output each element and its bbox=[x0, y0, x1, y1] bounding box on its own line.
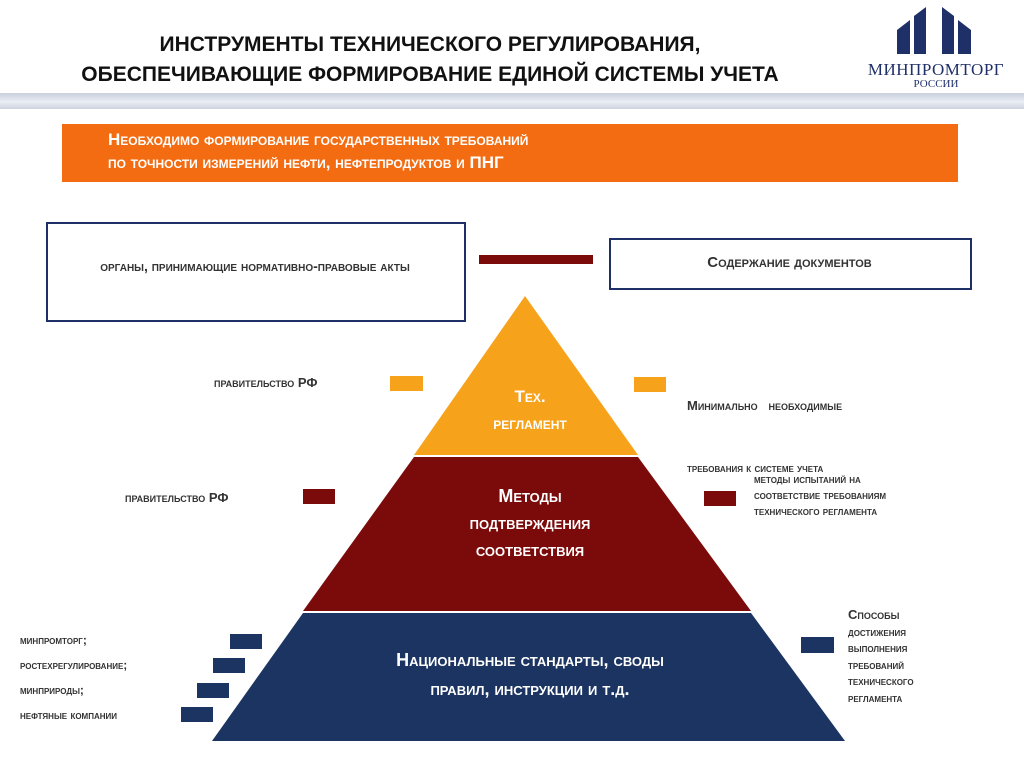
right-label-tier-3: Способы достижения выполнения требований… bbox=[848, 607, 914, 706]
right-label-tier-2-line-2: соответствие требованиям bbox=[754, 490, 887, 502]
right-label-tier-1-line-2: требования к системе учета bbox=[687, 461, 824, 475]
pyramid-tier-2 bbox=[303, 457, 751, 611]
left-marker-tier-3-1 bbox=[230, 634, 262, 649]
right-label-tier-3-line-4: требований bbox=[848, 657, 904, 672]
left-label-tier-3-item-2: ростехрегулирование; bbox=[20, 658, 128, 672]
right-label-tier-2-line-3: технического регламента bbox=[754, 506, 878, 518]
tier-1-line-2: регламент bbox=[493, 414, 567, 433]
right-marker-tier-3 bbox=[801, 637, 834, 653]
tier-3-text: Национальные стандарты, своды правил, ин… bbox=[290, 646, 770, 704]
right-label-tier-1-line-1: Минимально необходимые bbox=[687, 398, 843, 413]
left-marker-tier-3-2 bbox=[213, 658, 245, 673]
right-marker-tier-1 bbox=[634, 377, 666, 392]
right-label-tier-3-line-5: технического bbox=[848, 674, 914, 688]
left-label-tier-3-item-1: минпромторг; bbox=[20, 633, 87, 647]
right-label-tier-2-line-1: методы испытаний на bbox=[754, 474, 861, 486]
minpromtorg-emblem-icon bbox=[897, 7, 971, 54]
pyramid-tier-1 bbox=[414, 296, 638, 455]
right-label-tier-3-line-2: достижения bbox=[848, 624, 906, 639]
tier-2-line-2: подтверждения bbox=[469, 513, 591, 533]
documents-content-label: Содержание документов bbox=[707, 254, 872, 271]
documents-content-box bbox=[609, 238, 972, 290]
tier-3-line-1: Национальные стандарты, своды bbox=[396, 650, 664, 670]
connector-bar bbox=[479, 255, 593, 264]
left-marker-tier-2 bbox=[303, 489, 335, 504]
tier-3-line-2: правил, инструкции и т.д. bbox=[430, 679, 630, 699]
header-band bbox=[0, 93, 1024, 109]
page-title: ИНСТРУМЕНТЫ ТЕХНИЧЕСКОГО РЕГУЛИРОВАНИЯ, … bbox=[10, 30, 850, 90]
logo bbox=[850, 4, 1024, 92]
left-label-tier-1: правительство РФ bbox=[214, 375, 318, 390]
left-marker-tier-3-3 bbox=[197, 683, 229, 698]
left-label-tier-3-item-4: нефтяные компании bbox=[20, 708, 118, 722]
right-marker-tier-2 bbox=[704, 491, 736, 506]
banner-line-1: Необходимо формирование государственных … bbox=[108, 130, 529, 149]
left-label-tier-2: правительство РФ bbox=[125, 490, 229, 505]
right-label-tier-3-line-1: Способы bbox=[848, 607, 900, 622]
left-marker-tier-3-4 bbox=[181, 707, 213, 722]
tier-2-text: Методы подтверждения соответствия bbox=[380, 483, 680, 564]
right-label-tier-2: методы испытаний на соответствие требова… bbox=[754, 472, 886, 520]
tier-1-line-1: Тех. bbox=[514, 387, 546, 406]
right-label-tier-3-line-6: регламента bbox=[848, 690, 903, 705]
pyramid-tier-3 bbox=[212, 613, 845, 741]
authorities-label: органы, принимающие нормативно-правовые … bbox=[100, 258, 410, 274]
title-line-1: ИНСТРУМЕНТЫ ТЕХНИЧЕСКОГО РЕГУЛИРОВАНИЯ, bbox=[159, 33, 701, 56]
tier-2-line-3: соответствия bbox=[475, 540, 585, 560]
logo-subtext: РОССИИ bbox=[913, 78, 959, 90]
left-marker-tier-1 bbox=[390, 376, 423, 391]
left-label-tier-3-item-3: минприроды; bbox=[20, 683, 84, 697]
requirement-banner bbox=[62, 124, 958, 182]
right-label-tier-3-line-3: выполнения bbox=[848, 641, 908, 655]
tier-2-line-1: Методы bbox=[498, 486, 562, 506]
logo-text: МИНПРОМТОРГ bbox=[867, 60, 1005, 79]
right-label-tier-1: Минимально необходимые требования к сист… bbox=[687, 353, 842, 500]
authorities-box bbox=[46, 222, 466, 322]
tier-1-text: Тех. регламент bbox=[430, 383, 630, 437]
banner-line-2: по точности измерений нефти, нефтепродук… bbox=[108, 153, 504, 172]
title-line-2: ОБЕСПЕЧИВАЮЩИЕ ФОРМИРОВАНИЕ ЕДИНОЙ СИСТЕ… bbox=[81, 63, 779, 86]
